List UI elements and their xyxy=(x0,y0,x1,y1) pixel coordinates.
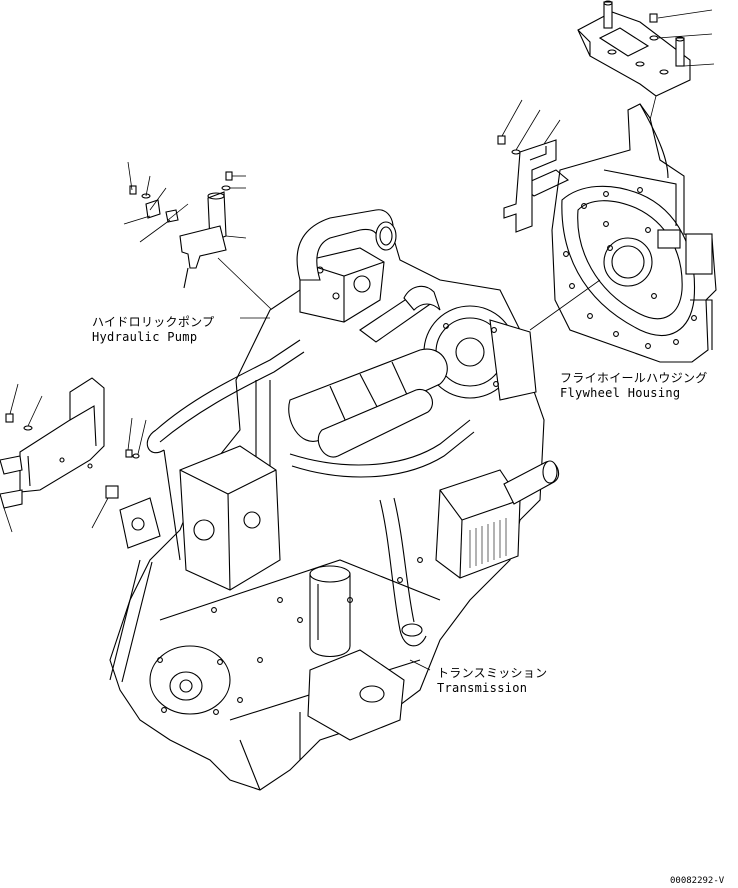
cover-plate-icon xyxy=(0,377,147,533)
top-bracket-icon xyxy=(577,0,691,97)
transmission-leader xyxy=(409,659,431,671)
drawing-code: 00082292-V xyxy=(670,876,725,886)
pipe-clamp-icon xyxy=(123,161,273,311)
flywheel-housing-label-en: Flywheel Housing xyxy=(560,386,681,400)
hydraulic-pump-label-jp: ハイドロリックポンプ xyxy=(92,315,215,329)
transmission-label-jp: トランスミッション xyxy=(437,666,548,680)
transmission-label-en: Transmission xyxy=(437,681,528,695)
hydraulic-pump-label-en: Hydraulic Pump xyxy=(92,330,198,344)
transmission-icon xyxy=(109,209,560,791)
flywheel-housing-icon xyxy=(518,103,717,363)
flywheel-housing-leader xyxy=(529,279,601,331)
bracket-icon xyxy=(497,99,561,233)
flywheel-housing-label-jp: フライホイールハウジング xyxy=(560,371,708,385)
bolt-icon xyxy=(649,9,715,67)
